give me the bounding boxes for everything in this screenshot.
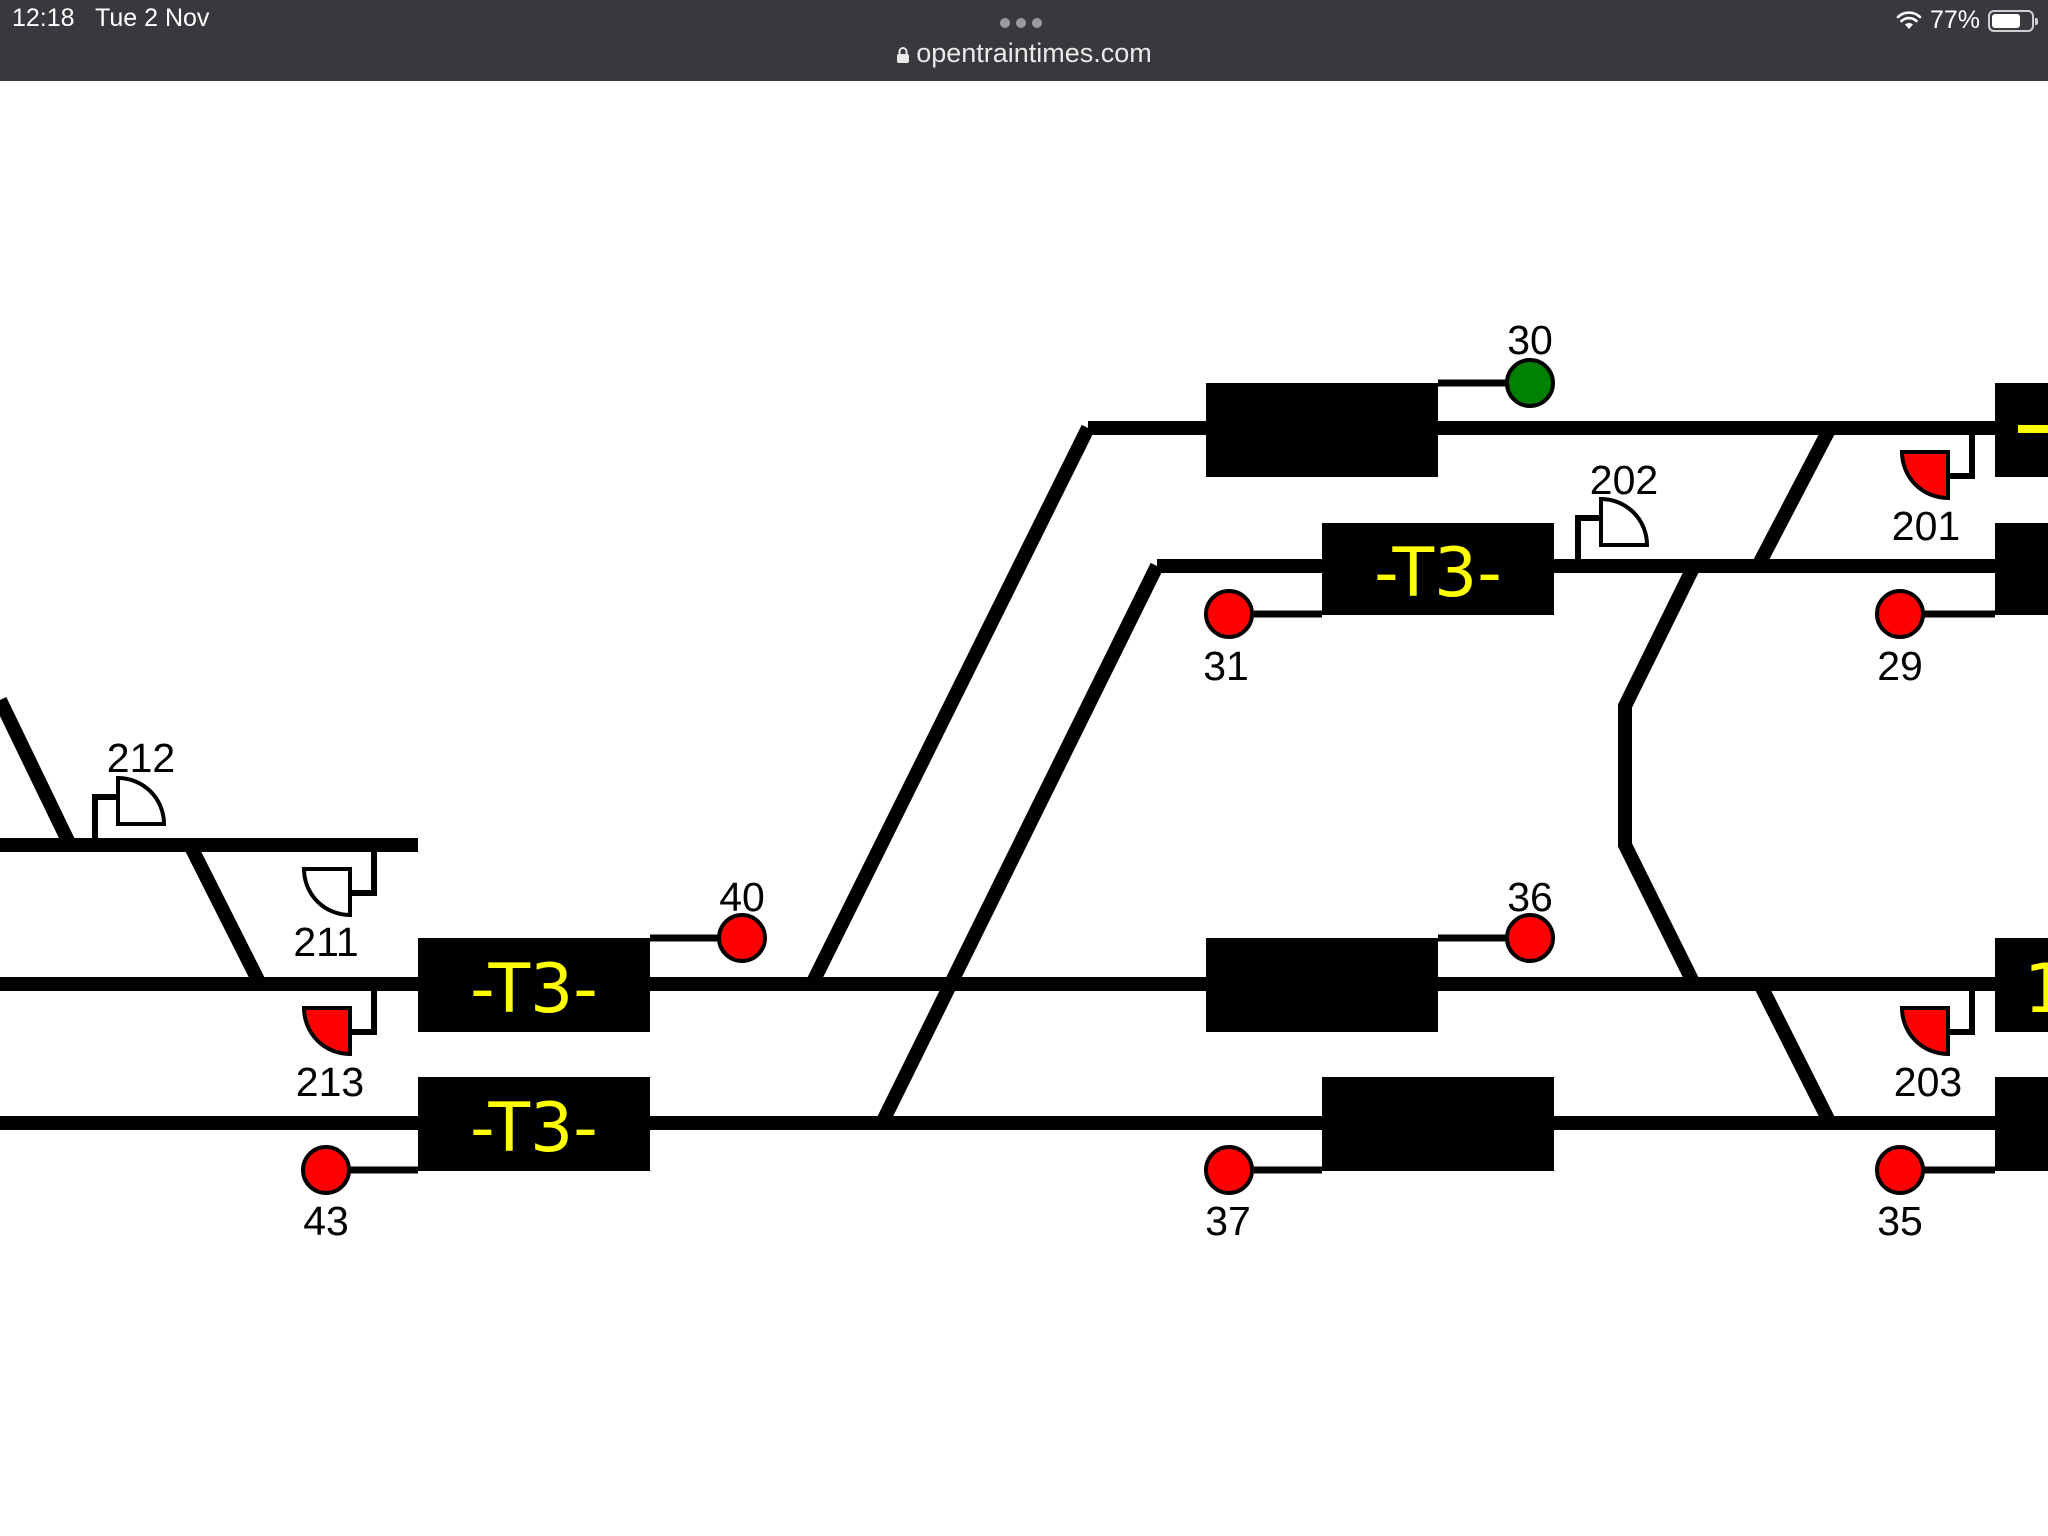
battery-percent: 77% bbox=[1929, 6, 1980, 34]
signal-36-label: 36 bbox=[1507, 874, 1553, 920]
berth-edge-top-text bbox=[2018, 425, 2048, 433]
wifi-icon bbox=[1896, 10, 1922, 29]
more-options-icon[interactable] bbox=[1000, 18, 1042, 28]
signal-40-label: 40 bbox=[719, 874, 765, 920]
status-bar: 12:18 Tue 2 Nov opentraintimes.com 77% bbox=[0, 0, 2048, 81]
status-date: Tue 2 Nov bbox=[95, 4, 210, 32]
signal-43-label: 43 bbox=[303, 1198, 349, 1244]
signal-203[interactable] bbox=[1899, 991, 1975, 1057]
signal-40[interactable] bbox=[650, 913, 767, 963]
signal-211-label: 211 bbox=[293, 919, 358, 965]
track-diag-up-second bbox=[875, 562, 1164, 1127]
signal-36[interactable] bbox=[1438, 913, 1555, 963]
berth-second-t3[interactable] bbox=[1322, 523, 1554, 615]
signal-213-label: 213 bbox=[296, 1059, 364, 1105]
battery-icon bbox=[1988, 9, 2038, 32]
track-diag-right-top bbox=[1751, 424, 1837, 570]
signal-201[interactable] bbox=[1899, 435, 1975, 501]
berth-bottom-left-t3-label: -T3- bbox=[470, 1089, 598, 1168]
signal-labels: 30 202 201 31 29 212 211 40 36 213 203 4… bbox=[107, 317, 1962, 1244]
signal-43[interactable] bbox=[301, 1145, 418, 1195]
address-bar[interactable]: opentraintimes.com bbox=[0, 38, 2048, 69]
track-diag-left bbox=[183, 841, 267, 988]
signal-202[interactable] bbox=[1575, 496, 1650, 559]
url-text: opentraintimes.com bbox=[916, 38, 1152, 68]
berth-main-left-t3-label: -T3- bbox=[470, 950, 598, 1029]
berth-edge-second[interactable] bbox=[1995, 523, 2048, 615]
track-diag-far-left bbox=[0, 696, 77, 849]
signal-31-label: 31 bbox=[1203, 643, 1249, 689]
signal-37-label: 37 bbox=[1205, 1198, 1251, 1244]
status-time: 12:18 bbox=[12, 4, 75, 32]
signal-31[interactable] bbox=[1204, 589, 1322, 639]
signal-29[interactable] bbox=[1875, 589, 1995, 639]
signal-201-label: 201 bbox=[1892, 503, 1960, 549]
status-right: 77% bbox=[1896, 6, 2038, 35]
berth-main-left-t3[interactable] bbox=[418, 938, 650, 1032]
berth-second-t3-label: -T3- bbox=[1374, 534, 1502, 613]
berth-edge-main[interactable] bbox=[1995, 938, 2048, 1032]
lock-icon bbox=[897, 46, 910, 63]
main-signals bbox=[301, 358, 1995, 1195]
berth-bottom-mid-empty[interactable] bbox=[1322, 1077, 1554, 1171]
track-loop bbox=[1618, 562, 1701, 988]
signal-35[interactable] bbox=[1875, 1145, 1995, 1195]
berth-edge-bottom[interactable] bbox=[1995, 1077, 2048, 1171]
signal-30[interactable] bbox=[1438, 358, 1555, 408]
signal-203-label: 203 bbox=[1894, 1059, 1962, 1105]
berth-main-mid-empty[interactable] bbox=[1206, 938, 1438, 1032]
berth-edge-main-label: 1 bbox=[2024, 950, 2048, 1029]
berth-top-empty[interactable] bbox=[1206, 383, 1438, 477]
signal-35-label: 35 bbox=[1877, 1198, 1923, 1244]
track-diag-right-bottom bbox=[1753, 980, 1837, 1127]
shunt-signals bbox=[92, 435, 1975, 1057]
track-diag-up-long bbox=[805, 424, 1095, 988]
signal-212[interactable] bbox=[92, 775, 167, 838]
signal-212-label: 212 bbox=[107, 735, 175, 781]
signal-211[interactable] bbox=[301, 852, 377, 918]
signal-30-label: 30 bbox=[1507, 317, 1553, 363]
signal-213[interactable] bbox=[301, 991, 377, 1057]
signal-202-label: 202 bbox=[1590, 457, 1658, 503]
signalling-diagram: -T3- -T3- -T3- 1 bbox=[0, 317, 2048, 1244]
track-layout bbox=[0, 421, 2048, 1130]
signal-37[interactable] bbox=[1204, 1145, 1322, 1195]
berths: -T3- -T3- -T3- 1 bbox=[418, 383, 2048, 1171]
signal-29-label: 29 bbox=[1877, 643, 1923, 689]
berth-bottom-left-t3[interactable] bbox=[418, 1077, 650, 1171]
